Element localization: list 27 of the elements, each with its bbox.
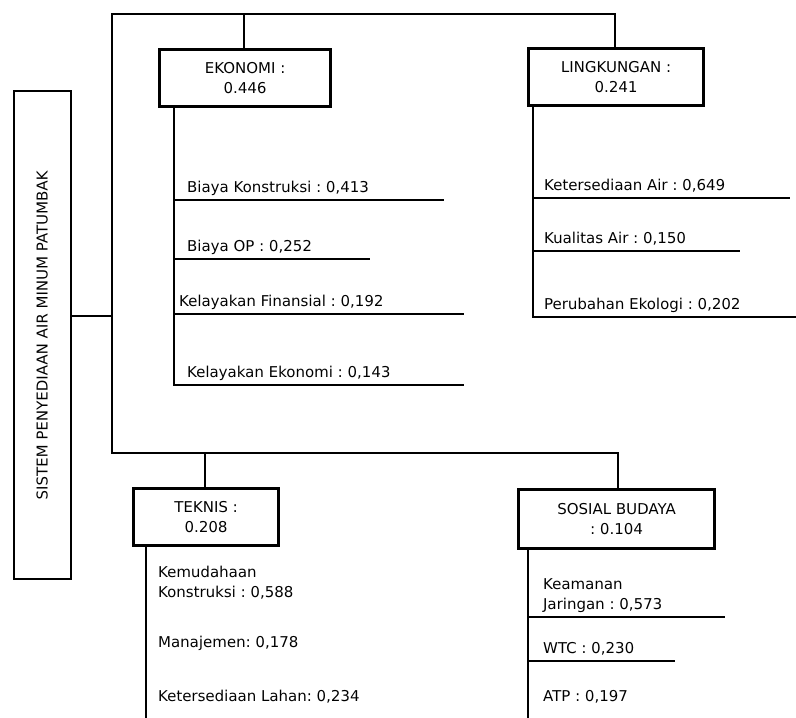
- underlined-criterion: Ketersediaan Air : 0,649: [533, 173, 790, 199]
- connector-line: [173, 108, 175, 386]
- underlined-criterion: Biaya OP : 0,252: [174, 234, 370, 260]
- category-label: LINGKUNGAN : 0.241: [560, 57, 672, 97]
- underlined-criterion: Biaya Konstruksi : 0,413: [174, 175, 444, 201]
- criterion-label: Kemudahaan Konstruksi : 0,588: [146, 562, 346, 614]
- criterion-label: Ketersediaan Lahan: 0,234: [146, 686, 396, 718]
- category-box: [517, 488, 716, 550]
- root-label: SISTEM PENYEDIAAN AIR MINUM PATUMBAK: [32, 170, 52, 500]
- category-label: SOSIAL BUDAYA : 0.104: [556, 499, 677, 539]
- category-box: [132, 487, 280, 547]
- underlined-criterion: WTC : 0,230: [528, 637, 675, 662]
- category-box: [158, 48, 332, 108]
- underlined-criterion: Perubahan Ekologi : 0,202: [533, 292, 796, 318]
- connector-line: [145, 547, 147, 718]
- connector-line: [532, 107, 534, 318]
- criterion-label: ATP : 0,197: [528, 686, 678, 718]
- root-box: [13, 90, 72, 580]
- category-label: TEKNIS : 0.208: [173, 497, 239, 537]
- underlined-criterion: Kualitas Air : 0,150: [533, 226, 740, 252]
- underlined-criterion: Kelayakan Finansial : 0,192: [174, 289, 464, 315]
- category-label: EKONOMI : 0.446: [204, 58, 286, 98]
- category-box: [527, 47, 705, 107]
- connector-line: [527, 550, 529, 718]
- underlined-criterion: Kelayakan Ekonomi : 0,143: [174, 360, 464, 386]
- criterion-label: Manajemen: 0,178: [146, 632, 346, 658]
- underlined-criterion: Keamanan Jaringan : 0,573: [528, 566, 725, 618]
